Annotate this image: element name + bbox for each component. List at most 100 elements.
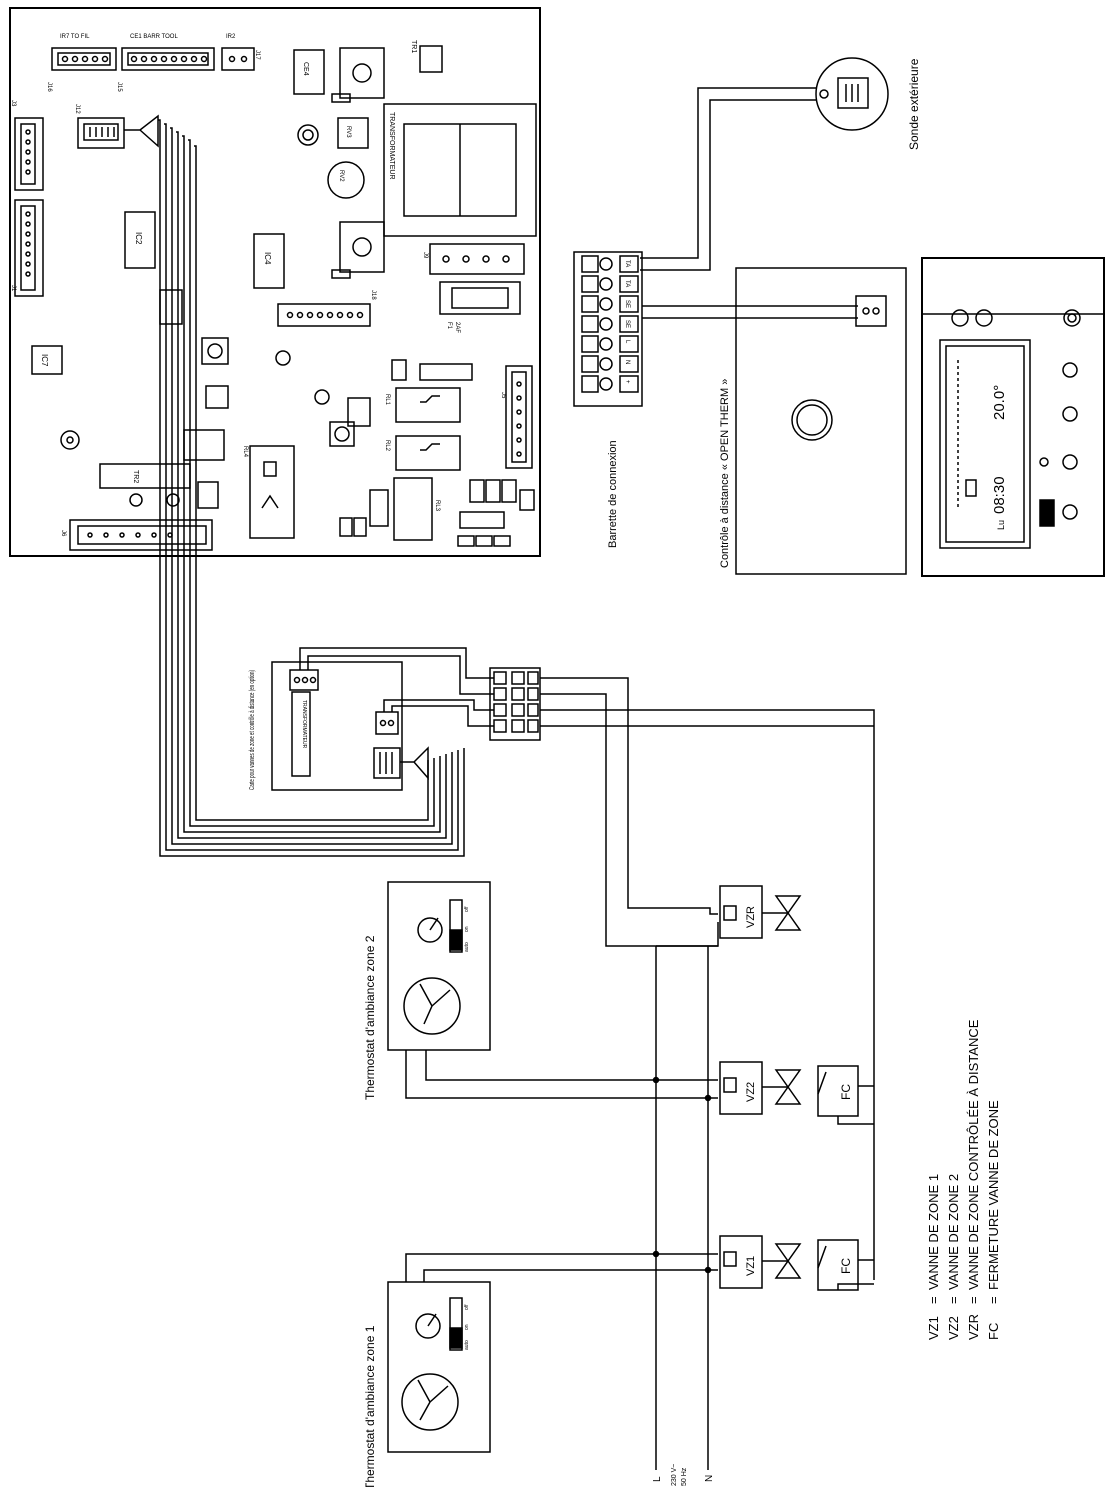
pcb-rl2: RL2 (384, 440, 390, 452)
relay-rl4 (249, 445, 295, 539)
chip-ic4-label: IC4 (263, 252, 272, 265)
terminal-6: N (624, 360, 630, 364)
thermo1-switch-auto: auto (464, 1340, 470, 1350)
thermostat-zone-2: auto on off Thermostat d'ambiance zone 2 (363, 881, 491, 1100)
power-l: L (652, 1476, 663, 1482)
fc1-label: FC (839, 1258, 853, 1274)
pcb-ce4: CE4 (302, 62, 309, 76)
pcb-rl3: RL3 (434, 500, 440, 512)
display-button-3[interactable] (1062, 454, 1078, 470)
thermo2-switch-off: off (464, 906, 470, 912)
vz2-label: VZ2 (745, 1082, 757, 1102)
pcb-conn-j15: J15 (116, 82, 122, 92)
pcb-j18: J18 (370, 290, 376, 300)
chip-ic4 (253, 233, 285, 289)
legend-eq-3: = (966, 1296, 981, 1304)
chip-ic7 (31, 345, 63, 375)
display-temp: 20.0° (991, 385, 1008, 420)
terminal-4: SE (624, 320, 630, 328)
pcb-rv2: RV2 (338, 170, 344, 182)
legend-text-3: VANNE DE ZONE CONTRÔLÉE À DISTANCE (966, 1019, 981, 1290)
sonde-label: Sonde extérieure (907, 58, 921, 150)
terminal-2: TA (624, 280, 630, 287)
fc2-label: FC (839, 1084, 853, 1100)
legend-text-2: VANNE DE ZONE 2 (946, 1174, 961, 1290)
fuse-rating: 2AF (454, 322, 460, 333)
legend-eq-1: = (926, 1296, 941, 1304)
pcb-cr1-label: TR2 (132, 470, 139, 483)
carte-vannes-zone: TRANSFORMATEUR Carte pour vannes de zone… (249, 661, 429, 791)
thermo2-switch-auto: auto (464, 942, 470, 952)
power-n: N (704, 1475, 715, 1482)
relay-rl2 (395, 435, 461, 471)
thermo2-switch-on: on (464, 926, 470, 932)
remote-thermostat-display: Lu 08:30 20.0° (921, 257, 1105, 577)
pcb-left-connectors: J3 J1 (10, 100, 44, 297)
valve-vz1: VZ1 FC (719, 1235, 859, 1291)
legend-code-4: FC (986, 1323, 1001, 1340)
legend-code-1: VZ1 (926, 1316, 941, 1340)
ribbon-cable (158, 119, 465, 857)
main-pcb: IR7 TO FIL CE1 BARR TOOL IR2 J16 J15 J17… (9, 7, 541, 557)
transformer-label: TRANSFORMATEUR (388, 112, 395, 180)
thermo1-switch-on: on (464, 1324, 470, 1330)
controle-label: Contrôle à distance « OPEN THERM » (719, 379, 731, 568)
carte-chip-label: TRANSFORMATEUR (301, 700, 307, 749)
pcb-conn-j17: J17 (254, 50, 260, 60)
barrette-label: Barrette de connexion (607, 440, 619, 548)
pcb-top-connectors: IR7 TO FIL CE1 BARR TOOL IR2 J16 J15 J17 (46, 34, 260, 92)
vzr-label: VZR (745, 906, 757, 928)
terminal-5: L (624, 340, 630, 344)
fuse-f1: F1 (446, 322, 452, 330)
pcb-conn-j1: J1 (10, 285, 16, 292)
power-voltage: 230 V~ (671, 1464, 678, 1486)
pcb-conn-j16: J16 (46, 82, 52, 92)
legend-code-2: VZ2 (946, 1316, 961, 1340)
carte-label: Carte pour vannes de zone et contrôle à … (249, 670, 256, 790)
pcb-top-label-3: IR2 (226, 34, 236, 40)
fuse (439, 281, 521, 315)
legend-eq-4: = (986, 1296, 1001, 1304)
display-button-1[interactable] (1062, 362, 1078, 378)
legend-eq-2: = (946, 1296, 961, 1304)
pcb-j6: J6 (60, 530, 66, 537)
thermostat-zone-1: auto on off Thermostat d'ambiance zone 1 (363, 1281, 491, 1487)
pcb-rv3: RV3 (345, 126, 351, 138)
legend: VZ1 = VANNE DE ZONE 1 VZ2 = VANNE DE ZON… (926, 1019, 1001, 1340)
legend-code-3: VZR (966, 1314, 981, 1340)
terminal-7: + (624, 380, 630, 384)
display-day: Lu (996, 520, 1006, 530)
pcb-rl1: RL1 (384, 394, 390, 406)
display-button-2[interactable] (1062, 406, 1078, 422)
legend-text-4: FERMETURE VANNE DE ZONE (986, 1100, 1001, 1290)
chip-ic2 (124, 211, 156, 269)
valve-vz2: VZ2 FC (719, 1061, 859, 1117)
legend-text-1: VANNE DE ZONE 1 (926, 1174, 941, 1290)
controle-distance: Contrôle à distance « OPEN THERM » (719, 267, 907, 575)
terminal-3: SE (624, 300, 630, 308)
display-button-4[interactable] (1062, 504, 1078, 520)
pcb-cr1 (99, 463, 191, 489)
valve-vzr: VZR (719, 885, 802, 939)
vz1-label: VZ1 (745, 1256, 757, 1276)
transformer (383, 103, 537, 237)
pcb-top-label-2: CE1 BARR TOOL (130, 34, 178, 40)
chip-ic7-label: IC7 (40, 354, 49, 367)
thermo1-switch-off: off (464, 1304, 470, 1310)
chip-ic2-label: IC2 (134, 232, 143, 245)
pcb-conn-j3: J3 (10, 100, 16, 107)
pcb-rl4: RL4 (242, 446, 248, 458)
thermostat2-label: Thermostat d'ambiance zone 2 (363, 935, 377, 1100)
relay-rl3 (393, 477, 433, 541)
barrette-connexion: TA TA SE SE L N + Barrette de connexion (573, 251, 643, 548)
carte-terminal-block (489, 667, 541, 741)
display-button-5[interactable] (1039, 457, 1049, 467)
thermostat1-label: Thermostat d'ambiance zone 1 (363, 1325, 377, 1487)
pcb-tr1: TR1 (410, 40, 417, 53)
power-hz: 50 Hz (681, 1467, 688, 1486)
terminal-1: TA (624, 260, 630, 267)
pcb-top-label-1: IR7 TO FIL (60, 34, 90, 40)
relay-rl1 (395, 387, 461, 423)
